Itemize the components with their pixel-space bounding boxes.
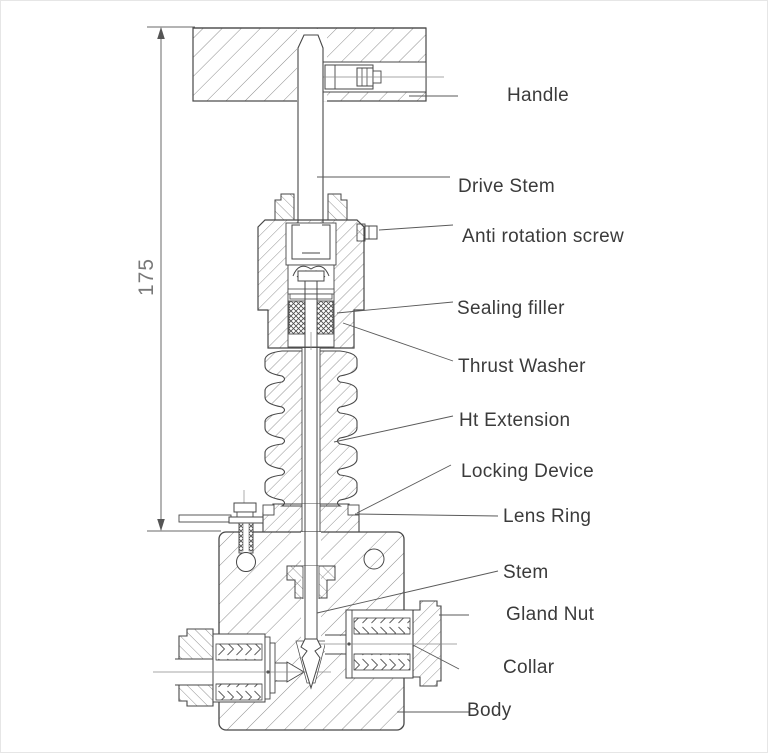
ball-joint xyxy=(292,265,330,277)
leader-lines xyxy=(316,95,499,713)
lens-ring-part xyxy=(347,504,360,516)
label-ht-extension: Ht Extension xyxy=(459,410,571,431)
collar-part xyxy=(264,636,271,700)
label-drive-stem: Drive Stem xyxy=(458,176,555,197)
label-body: Body xyxy=(467,700,512,721)
stem-part xyxy=(300,281,322,690)
dimension-175 xyxy=(147,26,221,532)
ht-extension-part xyxy=(262,332,360,533)
left-port-fitting xyxy=(153,628,331,707)
stem-head xyxy=(297,270,325,282)
label-stem: Stem xyxy=(503,562,549,583)
label-collar: Collar xyxy=(503,657,555,678)
locking-device-part xyxy=(178,490,264,572)
drive-stem-part xyxy=(297,34,324,261)
body-hole xyxy=(363,548,385,570)
dimension-arrow-top xyxy=(157,27,165,39)
gland-nut-part xyxy=(412,600,442,687)
right-port-fitting xyxy=(319,600,457,687)
label-gland-nut: Gland Nut xyxy=(506,604,595,625)
dimension-arrow-bottom xyxy=(157,519,165,531)
needle-tip xyxy=(300,638,322,690)
dimension-text: 175 xyxy=(135,257,158,297)
label-anti-rotation-screw: Anti rotation screw xyxy=(462,226,624,247)
anti-rotation-screw-part xyxy=(356,223,378,242)
stem-coupler xyxy=(291,224,331,260)
label-sealing-filler: Sealing filler xyxy=(457,298,565,319)
label-locking-device: Locking Device xyxy=(461,461,595,482)
label-lens-ring: Lens Ring xyxy=(503,506,592,527)
thrust-washer-part xyxy=(287,288,335,300)
label-handle: Handle xyxy=(507,85,570,106)
label-thrust-washer: Thrust Washer xyxy=(458,356,586,377)
